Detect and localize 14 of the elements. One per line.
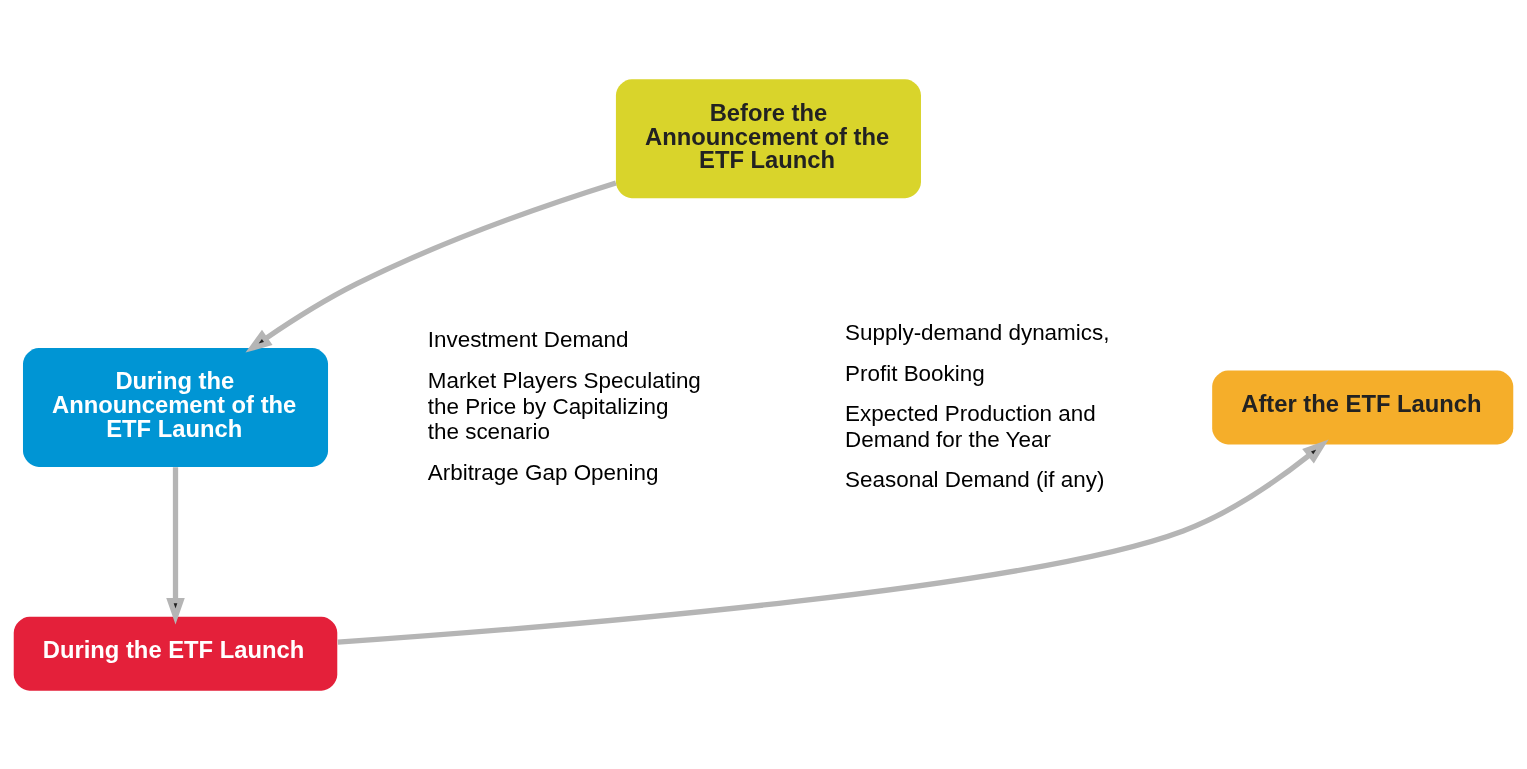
node-label: Seasonal Demand (if any): [845, 466, 1105, 492]
node-label: Expected Production and Demand for the Year: [845, 400, 1096, 452]
node-label: Market Players Speculating the Price by Capitalizing the scenario: [427, 367, 701, 444]
node-label: Investment Demand: [427, 327, 629, 352]
arrow: [337, 439, 1329, 645]
node-label: Supply-demand dynamics,: [845, 319, 1110, 345]
arrow: [166, 466, 185, 624]
arrow: [245, 179, 617, 353]
node-label: Arbitrage Gap Opening: [427, 459, 659, 485]
node-box: After the ETF Launch: [1212, 369, 1514, 444]
node-box: During the ETF Launch: [13, 616, 338, 691]
node-box: Before the Announcement of the ETF Launch: [615, 78, 921, 198]
node-label: Profit Booking: [845, 360, 985, 386]
node-box: During the Announcement of the ETF Launch: [23, 347, 329, 467]
